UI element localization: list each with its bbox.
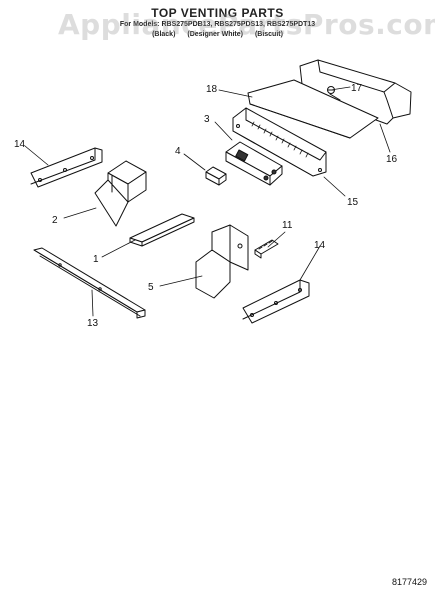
callout-17: 17 bbox=[351, 83, 363, 94]
part-5-duct-bracket[interactable] bbox=[195, 224, 249, 299]
part-15-vent-channel[interactable] bbox=[232, 107, 327, 177]
part-18-deflector-plate[interactable] bbox=[247, 79, 379, 139]
color-biscuit-label: (Biscuit) bbox=[254, 31, 283, 38]
callout-2: 2 bbox=[52, 215, 58, 226]
callout-leaders bbox=[24, 86, 391, 317]
callout-3: 3 bbox=[204, 114, 210, 125]
callout-1: 1 bbox=[93, 254, 99, 265]
diagram-header: TOP VENTING PARTS For Models: RBS275PDB1… bbox=[0, 6, 435, 40]
part-11-connector[interactable] bbox=[254, 239, 279, 259]
model-line: For Models: RBS275PDB13, RBS275PDS13, RB… bbox=[119, 21, 316, 28]
callout-16: 16 bbox=[386, 154, 398, 165]
part-4-block[interactable] bbox=[205, 166, 227, 186]
diagram-title: TOP VENTING PARTS bbox=[151, 6, 284, 20]
callout-11: 11 bbox=[282, 220, 293, 231]
part-1-tray[interactable] bbox=[129, 213, 195, 247]
color-white-label: (Designer White) bbox=[187, 31, 243, 38]
part-2-air-duct[interactable] bbox=[94, 160, 147, 227]
callout-14-left: 14 bbox=[14, 139, 26, 150]
part-14-left-bracket[interactable] bbox=[30, 147, 103, 188]
callout-labels: 18 17 3 4 14 2 1 5 11 13 14 15 16 bbox=[14, 83, 398, 329]
callout-4: 4 bbox=[175, 146, 181, 157]
part-13-rail[interactable] bbox=[33, 247, 146, 319]
color-black-label: (Black) bbox=[152, 31, 176, 38]
callout-5: 5 bbox=[148, 282, 154, 293]
color-variants: (Black) (Designer White) (Biscuit) bbox=[0, 30, 435, 40]
callout-13: 13 bbox=[87, 318, 99, 329]
callout-18: 18 bbox=[206, 84, 218, 95]
part-3-switch-assembly[interactable] bbox=[225, 141, 283, 186]
callout-14-right: 14 bbox=[314, 240, 326, 251]
callout-15: 15 bbox=[347, 197, 359, 208]
part-code-label: 8177429 bbox=[392, 577, 427, 587]
part-14-right-bracket[interactable] bbox=[242, 279, 310, 324]
